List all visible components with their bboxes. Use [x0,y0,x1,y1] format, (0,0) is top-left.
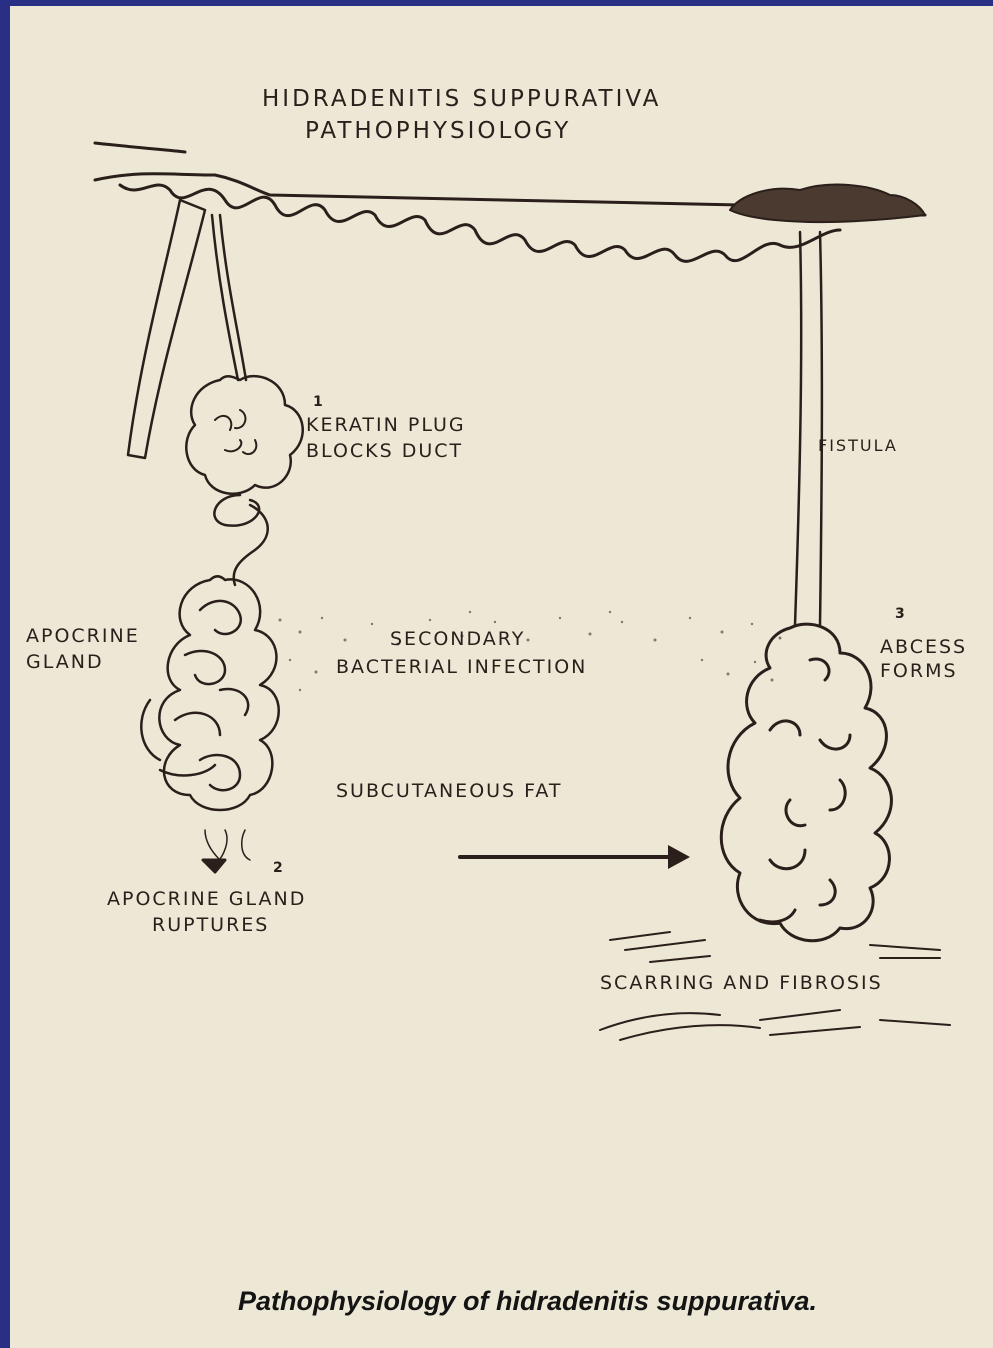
step-3-number: 3 [895,606,907,623]
step-2-number: 2 [273,860,285,877]
infection-label-line-2: BACTERIAL INFECTION [336,656,587,679]
rupture-label-line-2: RUPTURES [152,914,269,937]
infection-stipple [279,611,782,691]
apocrine-gland-coils [141,576,278,865]
scarring-label: SCARRING AND FIBROSIS [600,972,883,995]
diagram-title-line-2: PATHOPHYSIOLOGY [305,118,571,146]
arrow-head [668,845,690,869]
keratin-plug-label-line-2: BLOCKS DUCT [306,440,463,463]
abscess [721,624,891,941]
abscess-label-line-1: ABCESS [880,636,967,659]
rupture-label-line-1: APOCRINE GLAND [107,888,306,911]
abscess-label-line-2: FORMS [880,660,958,683]
apocrine-gland-label-line-1: APOCRINE [26,625,140,648]
infection-label-line-1: SECONDARY [390,628,525,651]
subcutaneous-fat-label: SUBCUTANEOUS FAT [336,780,562,803]
step-1-number: 1 [313,394,325,411]
surface-crust [730,185,925,223]
rupture-fragment [203,860,225,872]
figure-caption: Pathophysiology of hidradenitis suppurat… [238,1286,817,1317]
apocrine-duct [212,215,246,380]
dermal-junction-wave [120,185,840,261]
keratin-plug [186,376,302,494]
apocrine-gland-label-line-2: GLAND [26,651,104,674]
diagram-title-line-1: HIDRADENITIS SUPPURATIVA [262,86,661,114]
fistula-tract [795,232,822,625]
keratin-plug-label-line-1: KERATIN PLUG [306,414,466,437]
coiled-duct [214,495,267,585]
fistula-label: FISTULA [818,436,898,455]
skin-surface-line [95,143,185,152]
